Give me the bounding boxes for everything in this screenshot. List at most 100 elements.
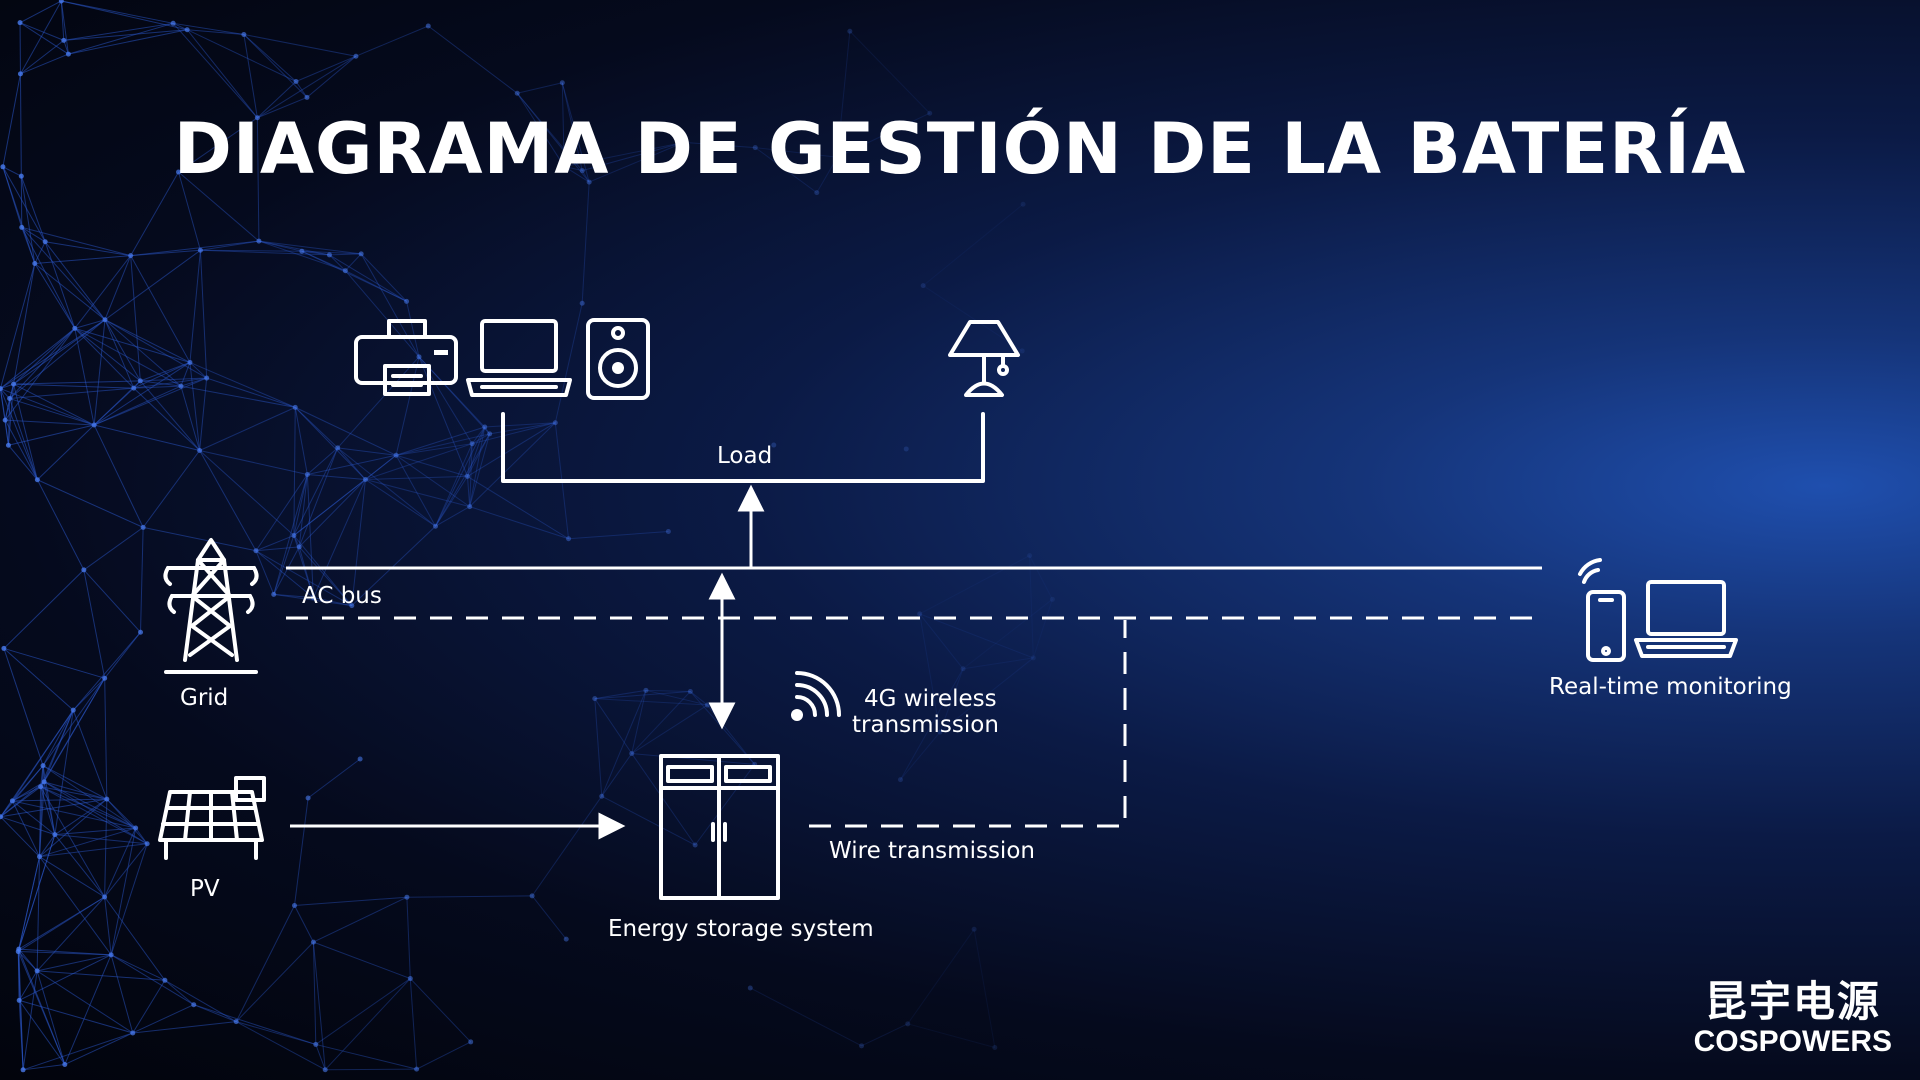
network-link xyxy=(63,22,174,41)
network-link xyxy=(200,249,302,252)
network-node xyxy=(108,952,114,958)
network-node xyxy=(102,675,108,681)
network-link xyxy=(199,406,296,451)
network-node xyxy=(176,169,182,175)
network-link xyxy=(104,319,182,387)
network-link xyxy=(36,479,85,571)
network-link xyxy=(243,33,357,57)
network-node xyxy=(5,442,11,448)
network-link xyxy=(130,249,201,257)
network-link xyxy=(561,82,583,171)
network-link xyxy=(298,474,308,547)
network-link xyxy=(11,709,74,802)
wireless-label-line2: transmission xyxy=(852,712,999,738)
network-link xyxy=(0,327,76,389)
network-link xyxy=(306,55,357,98)
network-node xyxy=(322,1067,328,1073)
network-link xyxy=(312,942,317,1045)
network-link xyxy=(19,999,133,1034)
brand-chinese-name: 昆宇电源 xyxy=(1704,977,1881,1026)
network-node xyxy=(342,268,348,274)
network-link xyxy=(42,765,136,829)
network-node xyxy=(304,94,310,100)
network-link xyxy=(467,433,491,477)
network-link xyxy=(406,301,420,357)
network-link xyxy=(2,166,23,228)
network-node xyxy=(296,544,302,550)
network-link xyxy=(517,82,563,94)
network-link xyxy=(40,765,44,787)
network-link xyxy=(294,407,339,449)
network-link xyxy=(258,240,346,272)
network-link xyxy=(12,798,107,802)
network-link xyxy=(0,388,95,426)
network-link xyxy=(294,407,366,480)
network-link xyxy=(435,506,470,527)
network-node xyxy=(353,53,359,59)
network-link xyxy=(186,29,258,119)
network-link xyxy=(39,798,108,858)
network-link xyxy=(19,22,64,41)
wire-transmission-dashed-line xyxy=(809,620,1127,828)
network-link xyxy=(337,447,366,480)
network-link xyxy=(4,398,11,421)
network-link xyxy=(189,361,296,408)
network-node xyxy=(184,27,190,33)
network-node xyxy=(592,696,598,702)
network-link xyxy=(110,954,166,981)
network-node xyxy=(414,1066,420,1072)
network-link xyxy=(594,691,691,700)
network-link xyxy=(83,569,141,633)
network-link xyxy=(313,896,408,943)
network-link xyxy=(4,328,76,421)
network-link xyxy=(312,479,366,598)
network-node xyxy=(81,567,87,573)
network-link xyxy=(694,764,756,846)
network-link xyxy=(395,356,420,456)
network-link xyxy=(130,240,259,257)
network-node xyxy=(15,949,21,955)
network-link xyxy=(17,834,56,952)
network-link xyxy=(919,613,941,733)
network-link xyxy=(74,327,191,363)
network-link xyxy=(395,455,436,527)
network-link xyxy=(36,970,66,1065)
network-link xyxy=(293,454,397,536)
network-node xyxy=(37,854,43,860)
network-link xyxy=(293,535,353,606)
network-link xyxy=(293,479,366,536)
network-node xyxy=(197,247,203,253)
network-node xyxy=(579,168,585,174)
network-link xyxy=(631,690,647,754)
network-link xyxy=(54,798,108,836)
network-link xyxy=(395,426,485,456)
energy-storage-label: Energy storage system xyxy=(608,916,874,942)
network-link xyxy=(172,22,188,31)
network-link xyxy=(2,166,46,243)
network-link xyxy=(466,476,471,507)
network-link xyxy=(298,546,353,606)
network-link xyxy=(9,387,134,400)
network-link xyxy=(110,843,148,956)
network-link xyxy=(307,473,366,481)
network-link xyxy=(12,765,44,802)
network-node xyxy=(91,422,97,428)
network-link xyxy=(40,786,106,898)
network-node xyxy=(599,793,605,799)
network-node xyxy=(9,798,15,804)
network-link xyxy=(489,422,556,435)
network-link xyxy=(21,227,36,264)
network-node xyxy=(41,779,47,785)
network-node xyxy=(629,751,635,757)
network-link xyxy=(19,73,22,177)
network-link xyxy=(257,96,308,119)
network-node xyxy=(468,1039,474,1045)
network-link xyxy=(37,970,165,981)
network-node xyxy=(204,375,210,381)
printer-icon xyxy=(354,319,458,396)
network-link xyxy=(416,1041,471,1070)
network-link xyxy=(329,254,346,272)
network-link xyxy=(484,422,556,428)
network-link xyxy=(104,678,108,800)
network-link xyxy=(307,758,361,799)
